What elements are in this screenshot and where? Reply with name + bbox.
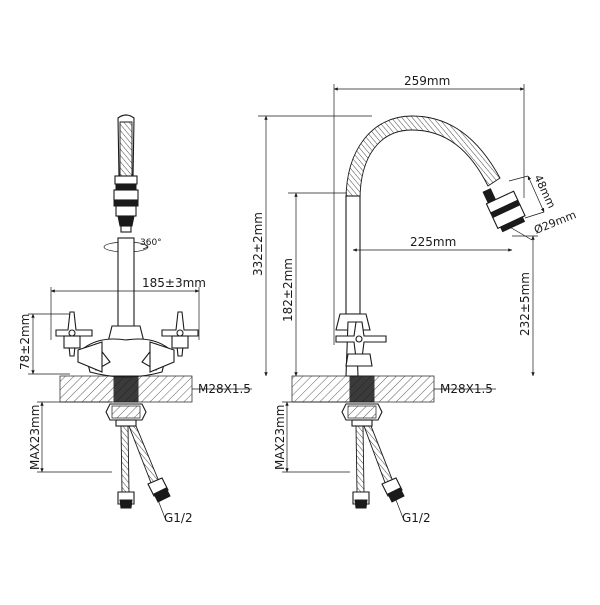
front-mounting-nut xyxy=(105,403,147,427)
total-height-dimension: 332±2mm xyxy=(251,115,372,377)
outlet-diameter-label: Ø29mm xyxy=(532,208,578,237)
spout-height-label: 182±2mm xyxy=(281,258,295,322)
spout-height-dimension: 182±2mm xyxy=(281,192,347,377)
side-thread-label: M28X1.5 xyxy=(440,382,493,396)
reach-total-label: 259mm xyxy=(404,74,450,88)
front-thread-label: M28X1.5 xyxy=(198,382,251,396)
side-spray-head xyxy=(482,188,526,233)
front-supply-hoses: G1/2 xyxy=(117,425,193,525)
side-supply-hoses: G1/2 xyxy=(352,425,431,525)
side-faucet-body xyxy=(335,313,371,377)
reach-spout-dimension: 225mm xyxy=(352,235,513,252)
front-width-dimension: 185±3mm xyxy=(50,276,206,340)
front-max-dimension: MAX23mm xyxy=(28,401,112,473)
side-mounting-nut xyxy=(341,403,383,427)
handle-height-label: 78±2mm xyxy=(18,314,32,370)
side-countertop: M28X1.5 xyxy=(291,375,496,403)
front-inlet-label: G1/2 xyxy=(164,511,193,525)
front-left-handle-icon xyxy=(55,311,93,357)
front-countertop: M28X1.5 xyxy=(59,375,252,403)
side-view: 259mm 332±2mm 182±2mm xyxy=(251,74,578,525)
reach-spout-label: 225mm xyxy=(410,235,456,249)
clearance-dimension: 232±5mm xyxy=(512,235,538,377)
front-max-label: MAX23mm xyxy=(28,405,42,470)
front-spout-column xyxy=(117,237,135,329)
front-width-label: 185±3mm xyxy=(142,276,206,290)
clearance-label: 232±5mm xyxy=(518,272,532,336)
front-view: 360° 185±3mm 78±2mm xyxy=(18,114,252,525)
total-height-label: 332±2mm xyxy=(251,212,265,276)
handle-height-dimension: 78±2mm xyxy=(18,313,70,375)
reach-total-dimension: 259mm xyxy=(333,74,525,345)
flexible-spout xyxy=(345,115,501,315)
front-right-handle-icon xyxy=(77,311,199,373)
rotation-label: 360° xyxy=(140,238,162,248)
side-max-dimension: MAX23mm xyxy=(273,401,350,473)
front-sprayer-head xyxy=(113,114,139,233)
side-handle-icon xyxy=(335,321,387,367)
side-inlet-label: G1/2 xyxy=(402,511,431,525)
side-max-label: MAX23mm xyxy=(273,405,287,470)
